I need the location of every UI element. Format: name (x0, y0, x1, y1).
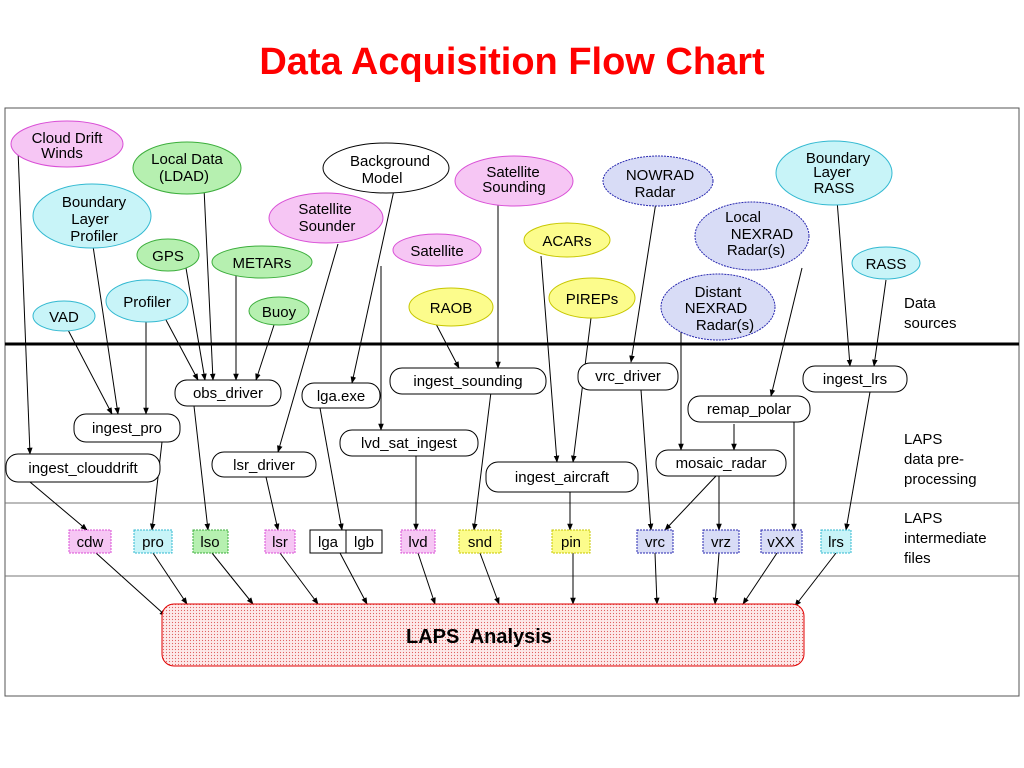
process-lvd-sat-ingest: lvd_sat_ingest (339, 429, 479, 457)
file-lvd: lvd (400, 529, 436, 554)
svg-text:vrc: vrc (645, 534, 665, 551)
svg-text:pin: pin (561, 534, 581, 551)
source-rass: RASS (851, 246, 921, 280)
section-label-sources: Data sources (904, 295, 957, 332)
process-obs-driver: obs_driver (174, 379, 282, 407)
source-metars: METARs (211, 245, 313, 279)
section-label-preprocessing: LAPS data pre- processing (904, 431, 977, 488)
file-pin: pin (551, 529, 591, 554)
file-pro: pro (133, 529, 173, 554)
page-title: Data Acquisition Flow Chart (259, 41, 765, 83)
source-pireps: PIREPs (548, 277, 636, 319)
svg-text:Profiler: Profiler (123, 294, 171, 311)
svg-text:pro: pro (142, 534, 164, 551)
svg-text:obs_driver: obs_driver (193, 385, 263, 402)
svg-text:LAPS Analysis: LAPS Analysis (406, 626, 552, 648)
process-ingest-sounding: ingest_sounding (389, 367, 547, 395)
process-remap-polar: remap_polar (687, 395, 811, 423)
file-cdw: cdw (68, 529, 112, 554)
section-label-intermediate: LAPS intermediate files (904, 510, 991, 567)
svg-text:ingest_sounding: ingest_sounding (413, 373, 522, 390)
source-satellite: Satellite (392, 233, 482, 267)
process-vrc-driver: vrc_driver (577, 362, 679, 391)
svg-text:ingest_lrs: ingest_lrs (823, 371, 887, 388)
source-gps: GPS (136, 238, 200, 272)
process-ingest-lrs: ingest_lrs (802, 365, 908, 393)
svg-text:Satellite: Satellite (410, 243, 463, 260)
source-profiler: Profiler (105, 279, 189, 323)
file-lrs: lrs (820, 529, 852, 554)
svg-text:VAD: VAD (49, 309, 79, 326)
laps-analysis-box: LAPS Analysis (161, 603, 805, 667)
file-snd: snd (458, 529, 502, 554)
svg-text:ACARs: ACARs (542, 233, 591, 250)
svg-text:RAOB: RAOB (430, 300, 473, 317)
file-lga: lga (309, 529, 347, 554)
process-lga-exe: lga.exe (301, 382, 381, 409)
flow-arrows (17, 149, 887, 617)
source-local-data-ldad: Local Data(LDAD) (132, 141, 242, 195)
svg-text:GPS: GPS (152, 248, 184, 265)
svg-text:lrs: lrs (828, 534, 844, 551)
svg-text:lsr: lsr (272, 534, 288, 551)
file-vrz: vrz (702, 529, 740, 554)
svg-text:snd: snd (468, 534, 492, 551)
svg-text:mosaic_radar: mosaic_radar (676, 455, 767, 472)
file-vrc: vrc (636, 529, 674, 554)
svg-text:lga: lga (318, 534, 339, 551)
process-ingest-clouddrift: ingest_clouddrift (5, 453, 161, 483)
svg-text:vrc_driver: vrc_driver (595, 368, 661, 385)
svg-text:ingest_pro: ingest_pro (92, 420, 162, 437)
process-ingest-pro: ingest_pro (73, 413, 181, 443)
svg-text:cdw: cdw (77, 534, 104, 551)
process-ingest-aircraft: ingest_aircraft (485, 461, 639, 493)
svg-text:remap_polar: remap_polar (707, 401, 791, 418)
svg-text:PIREPs: PIREPs (566, 291, 619, 308)
svg-text:Buoy: Buoy (262, 304, 297, 321)
svg-text:Local Data(LDAD): Local Data(LDAD) (151, 151, 223, 185)
svg-text:vrz: vrz (711, 534, 731, 551)
diagram-frame (4, 107, 1020, 697)
svg-text:lsr_driver: lsr_driver (233, 457, 295, 474)
svg-text:ingest_clouddrift: ingest_clouddrift (28, 460, 138, 477)
svg-text:vXX: vXX (767, 534, 795, 551)
file-lso: lso (192, 529, 229, 554)
file-vxx: vXX (760, 529, 803, 554)
source-vad: VAD (32, 300, 96, 332)
file-lsr: lsr (264, 529, 296, 554)
source-raob: RAOB (408, 287, 494, 327)
process-lsr-driver: lsr_driver (211, 451, 317, 478)
source-buoy: Buoy (248, 296, 310, 326)
source-acars: ACARs (523, 222, 611, 258)
svg-text:METARs: METARs (233, 255, 292, 272)
svg-text:lvd_sat_ingest: lvd_sat_ingest (361, 435, 458, 452)
file-lgb: lgb (345, 529, 383, 554)
svg-text:RASS: RASS (866, 256, 907, 273)
svg-text:lso: lso (200, 534, 219, 551)
svg-text:lgb: lgb (354, 534, 374, 551)
process-mosaic-radar: mosaic_radar (655, 449, 787, 477)
svg-text:ingest_aircraft: ingest_aircraft (515, 469, 610, 486)
svg-text:lga.exe: lga.exe (317, 388, 365, 405)
svg-text:lvd: lvd (408, 534, 427, 551)
